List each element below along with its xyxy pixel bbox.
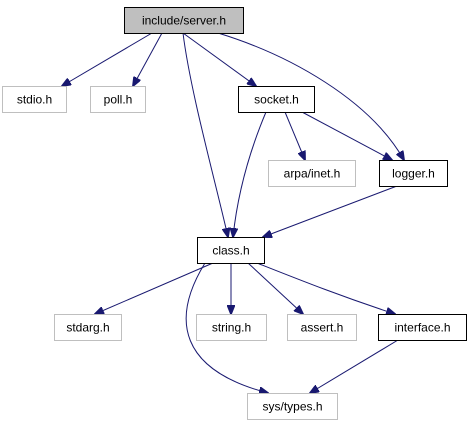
node-server-h[interactable]: include/server.h xyxy=(124,7,244,34)
edge-server-h-to-socket-h xyxy=(182,32,256,86)
node-sys-types-h: sys/types.h xyxy=(247,393,338,420)
node-box-poll-h xyxy=(90,86,146,113)
nodes-layer: include/server.h stdio.h poll.h socket.h arp… xyxy=(2,7,467,420)
node-label-logger-h: logger.h xyxy=(392,167,435,181)
edge-interface-h-to-sys-types-h xyxy=(310,339,399,393)
node-box-stdarg-h xyxy=(54,314,122,341)
edge-socket-h-to-arpa-inet-h xyxy=(284,111,305,160)
node-label-string-h: string.h xyxy=(212,321,251,335)
edge-socket-h-to-logger-h xyxy=(301,111,392,160)
node-label-poll-h: poll.h xyxy=(104,93,133,107)
node-label-socket-h: socket.h xyxy=(254,93,299,107)
edge-server-h-to-poll-h xyxy=(133,32,163,86)
node-box-interface-h xyxy=(378,314,467,341)
node-socket-h[interactable]: socket.h xyxy=(238,86,315,113)
node-label-stdarg-h: stdarg.h xyxy=(66,321,109,335)
node-assert-h: assert.h xyxy=(287,314,357,341)
node-label-class-h: class.h xyxy=(212,244,249,258)
node-label-assert-h: assert.h xyxy=(301,321,344,335)
node-poll-h: poll.h xyxy=(90,86,146,113)
edge-server-h-to-stdio-h xyxy=(62,32,153,86)
node-interface-h[interactable]: interface.h xyxy=(378,314,467,341)
node-class-h[interactable]: class.h xyxy=(197,237,265,264)
node-label-arpa-inet-h: arpa/inet.h xyxy=(284,167,341,181)
node-label-sys-types-h: sys/types.h xyxy=(262,400,322,414)
node-string-h: string.h xyxy=(196,314,267,341)
edge-class-h-to-sys-types-h xyxy=(185,262,268,393)
edge-server-h-to-logger-h xyxy=(217,32,404,160)
node-label-server-h: include/server.h xyxy=(142,14,226,28)
node-label-stdio-h: stdio.h xyxy=(17,93,52,107)
node-stdarg-h: stdarg.h xyxy=(54,314,122,341)
edge-class-h-to-assert-h xyxy=(247,262,303,314)
edge-server-h-to-class-h xyxy=(182,32,228,237)
node-arpa-inet-h: arpa/inet.h xyxy=(268,160,356,187)
node-logger-h[interactable]: logger.h xyxy=(379,160,448,187)
node-label-interface-h: interface.h xyxy=(394,321,450,335)
node-box-class-h xyxy=(197,237,265,264)
node-box-assert-h xyxy=(287,314,357,341)
edge-class-h-to-stdarg-h xyxy=(95,262,214,314)
node-box-arpa-inet-h xyxy=(268,160,356,187)
edges-layer xyxy=(62,32,404,393)
node-stdio-h: stdio.h xyxy=(2,86,67,113)
node-box-stdio-h xyxy=(2,86,67,113)
node-box-string-h xyxy=(196,314,267,341)
node-box-logger-h xyxy=(379,160,448,187)
node-box-server-h xyxy=(124,7,244,34)
edge-logger-h-to-class-h xyxy=(263,185,398,237)
node-box-socket-h xyxy=(238,86,315,113)
edge-class-h-to-interface-h xyxy=(256,262,395,314)
edge-socket-h-to-class-h xyxy=(233,111,267,237)
node-box-sys-types-h xyxy=(247,393,338,420)
